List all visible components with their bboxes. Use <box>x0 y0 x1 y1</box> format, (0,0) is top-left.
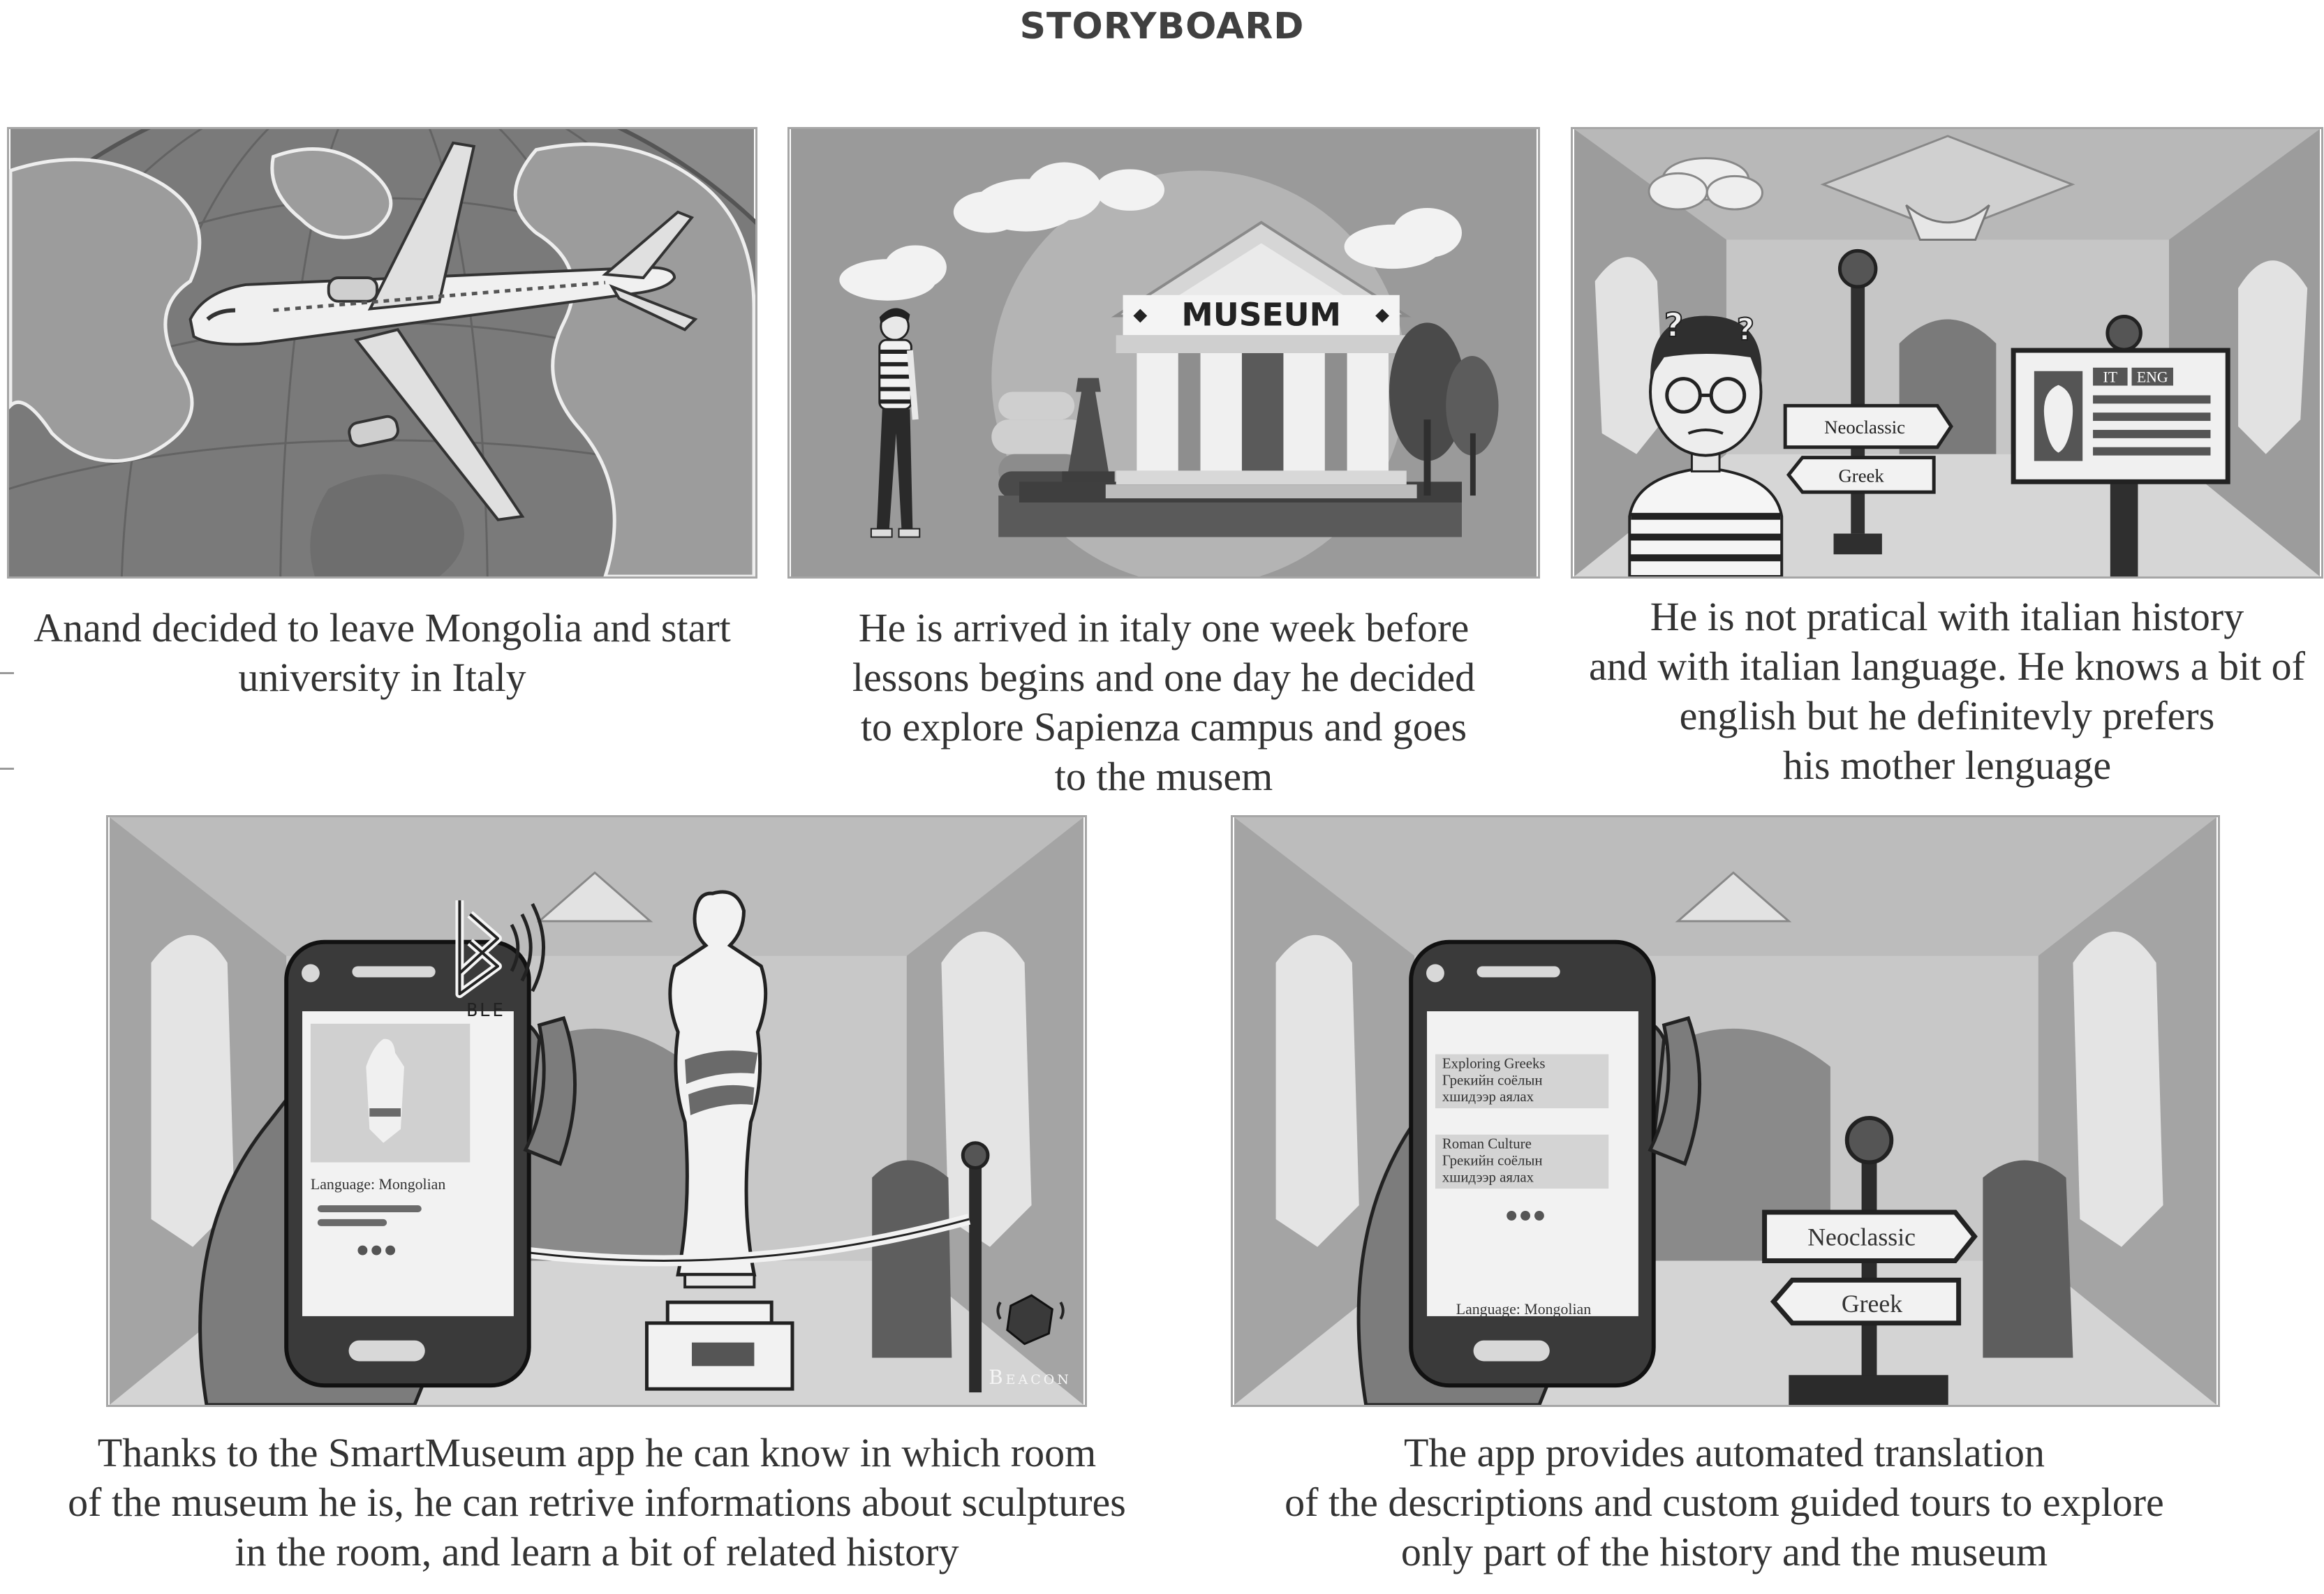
confused-man: ? ? <box>1628 157 1784 576</box>
bluetooth-icon: BLE <box>455 900 546 1021</box>
caption-line: in the room, and learn a bit of related … <box>235 1529 959 1574</box>
phone-language: Language: Mongolian <box>1456 1301 1591 1318</box>
tour-2-title: Roman Culture <box>1442 1135 1532 1152</box>
tour-2-line-2: хшидээр аялах <box>1442 1168 1534 1185</box>
man-figure <box>870 308 921 538</box>
tour-1-line-2: хшидээр аялах <box>1442 1088 1534 1105</box>
signpost-greek: Greek <box>1842 1290 1902 1318</box>
caption-line: university in Italy <box>238 655 526 700</box>
caption-panel-3: He is not pratical with italian history … <box>1571 592 2323 790</box>
panel-smartmuseum-app: Beacon Language: Mongolian BLE <box>106 815 1087 1407</box>
caption-line: He is not pratical with italian history <box>1650 594 2244 639</box>
signpost-greek: Greek <box>1838 465 1884 486</box>
statue <box>645 890 794 1391</box>
beacon-label: Beacon <box>989 1366 1072 1389</box>
signpost: Neoclassic Greek <box>1783 248 1953 555</box>
page-title: STORYBOARD <box>1019 6 1305 47</box>
caption-line: lessons begins and one day he decided <box>852 655 1476 700</box>
board-tab-eng: ENG <box>2137 369 2168 386</box>
caption-line: english but he definitevly prefers <box>1679 693 2215 738</box>
translation-illustration: Neoclassic Greek Exploring Greeks Грекий… <box>1234 817 2216 1405</box>
caption-line: to explore Sapienza campus and goes <box>860 704 1467 750</box>
margin-dash <box>0 672 14 674</box>
caption-panel-4: Thanks to the SmartMuseum app he can kno… <box>42 1428 1152 1577</box>
tour-2-line-1: Грекийн соёлын <box>1442 1152 1543 1168</box>
airplane-illustration <box>9 129 755 576</box>
tour-1-line-1: Грекийн соёлын <box>1442 1071 1543 1088</box>
smartmuseum-illustration: Beacon Language: Mongolian BLE <box>109 817 1084 1405</box>
ble-label: BLE <box>466 1000 505 1021</box>
gallery-confused-illustration: ? ? Neoclassic Greek IT ENG <box>1574 129 2321 576</box>
phone-language: Language: Mongolian <box>311 1176 445 1193</box>
caption-panel-1: Anand decided to leave Mongolia and star… <box>7 603 757 702</box>
museum-illustration: MUSEUM <box>790 129 1537 576</box>
tour-1-title: Exploring Greeks <box>1442 1055 1546 1071</box>
board-tab-it: IT <box>2103 369 2118 386</box>
panel-airplane <box>7 127 757 579</box>
caption-line: and with italian language. He knows a bi… <box>1588 643 2306 689</box>
beacon-device: Beacon <box>989 1294 1072 1389</box>
hand-with-phone: Exploring Greeks Грекийн соёлын хшидээр … <box>1356 939 1702 1405</box>
caption-line: He is arrived in italy one week before <box>858 605 1470 650</box>
svg-text:?: ? <box>1737 313 1754 348</box>
caption-line: his mother lenguage <box>1782 743 2112 788</box>
caption-panel-2: He is arrived in italy one week before l… <box>787 603 1540 801</box>
hand-with-phone: Language: Mongolian <box>198 939 577 1405</box>
caption-line: only part of the history and the museum <box>1400 1529 2048 1574</box>
caption-line: of the descriptions and custom guided to… <box>1285 1480 2164 1525</box>
caption-line: Anand decided to leave Mongolia and star… <box>34 605 731 650</box>
signpost-neoclassic: Neoclassic <box>1824 417 1905 438</box>
panel-translation: Neoclassic Greek Exploring Greeks Грекий… <box>1231 815 2220 1407</box>
caption-line: Thanks to the SmartMuseum app he can kno… <box>97 1430 1097 1475</box>
caption-line: to the musem <box>1054 754 1273 799</box>
caption-line: The app provides automated translation <box>1403 1430 2045 1475</box>
panel-museum: MUSEUM <box>787 127 1540 579</box>
signpost-neoclassic: Neoclassic <box>1807 1223 1916 1251</box>
caption-line: of the museum he is, he can retrive info… <box>68 1480 1126 1525</box>
museum-sign-text: MUSEUM <box>1181 296 1341 333</box>
panel-confused: ? ? Neoclassic Greek IT ENG <box>1571 127 2323 579</box>
margin-dash <box>0 768 14 770</box>
signpost: Neoclassic Greek <box>1762 1115 1978 1405</box>
info-board: IT ENG <box>2011 315 2230 576</box>
svg-text:?: ? <box>1664 306 1684 345</box>
caption-panel-5: The app provides automated translation o… <box>1187 1428 2262 1577</box>
